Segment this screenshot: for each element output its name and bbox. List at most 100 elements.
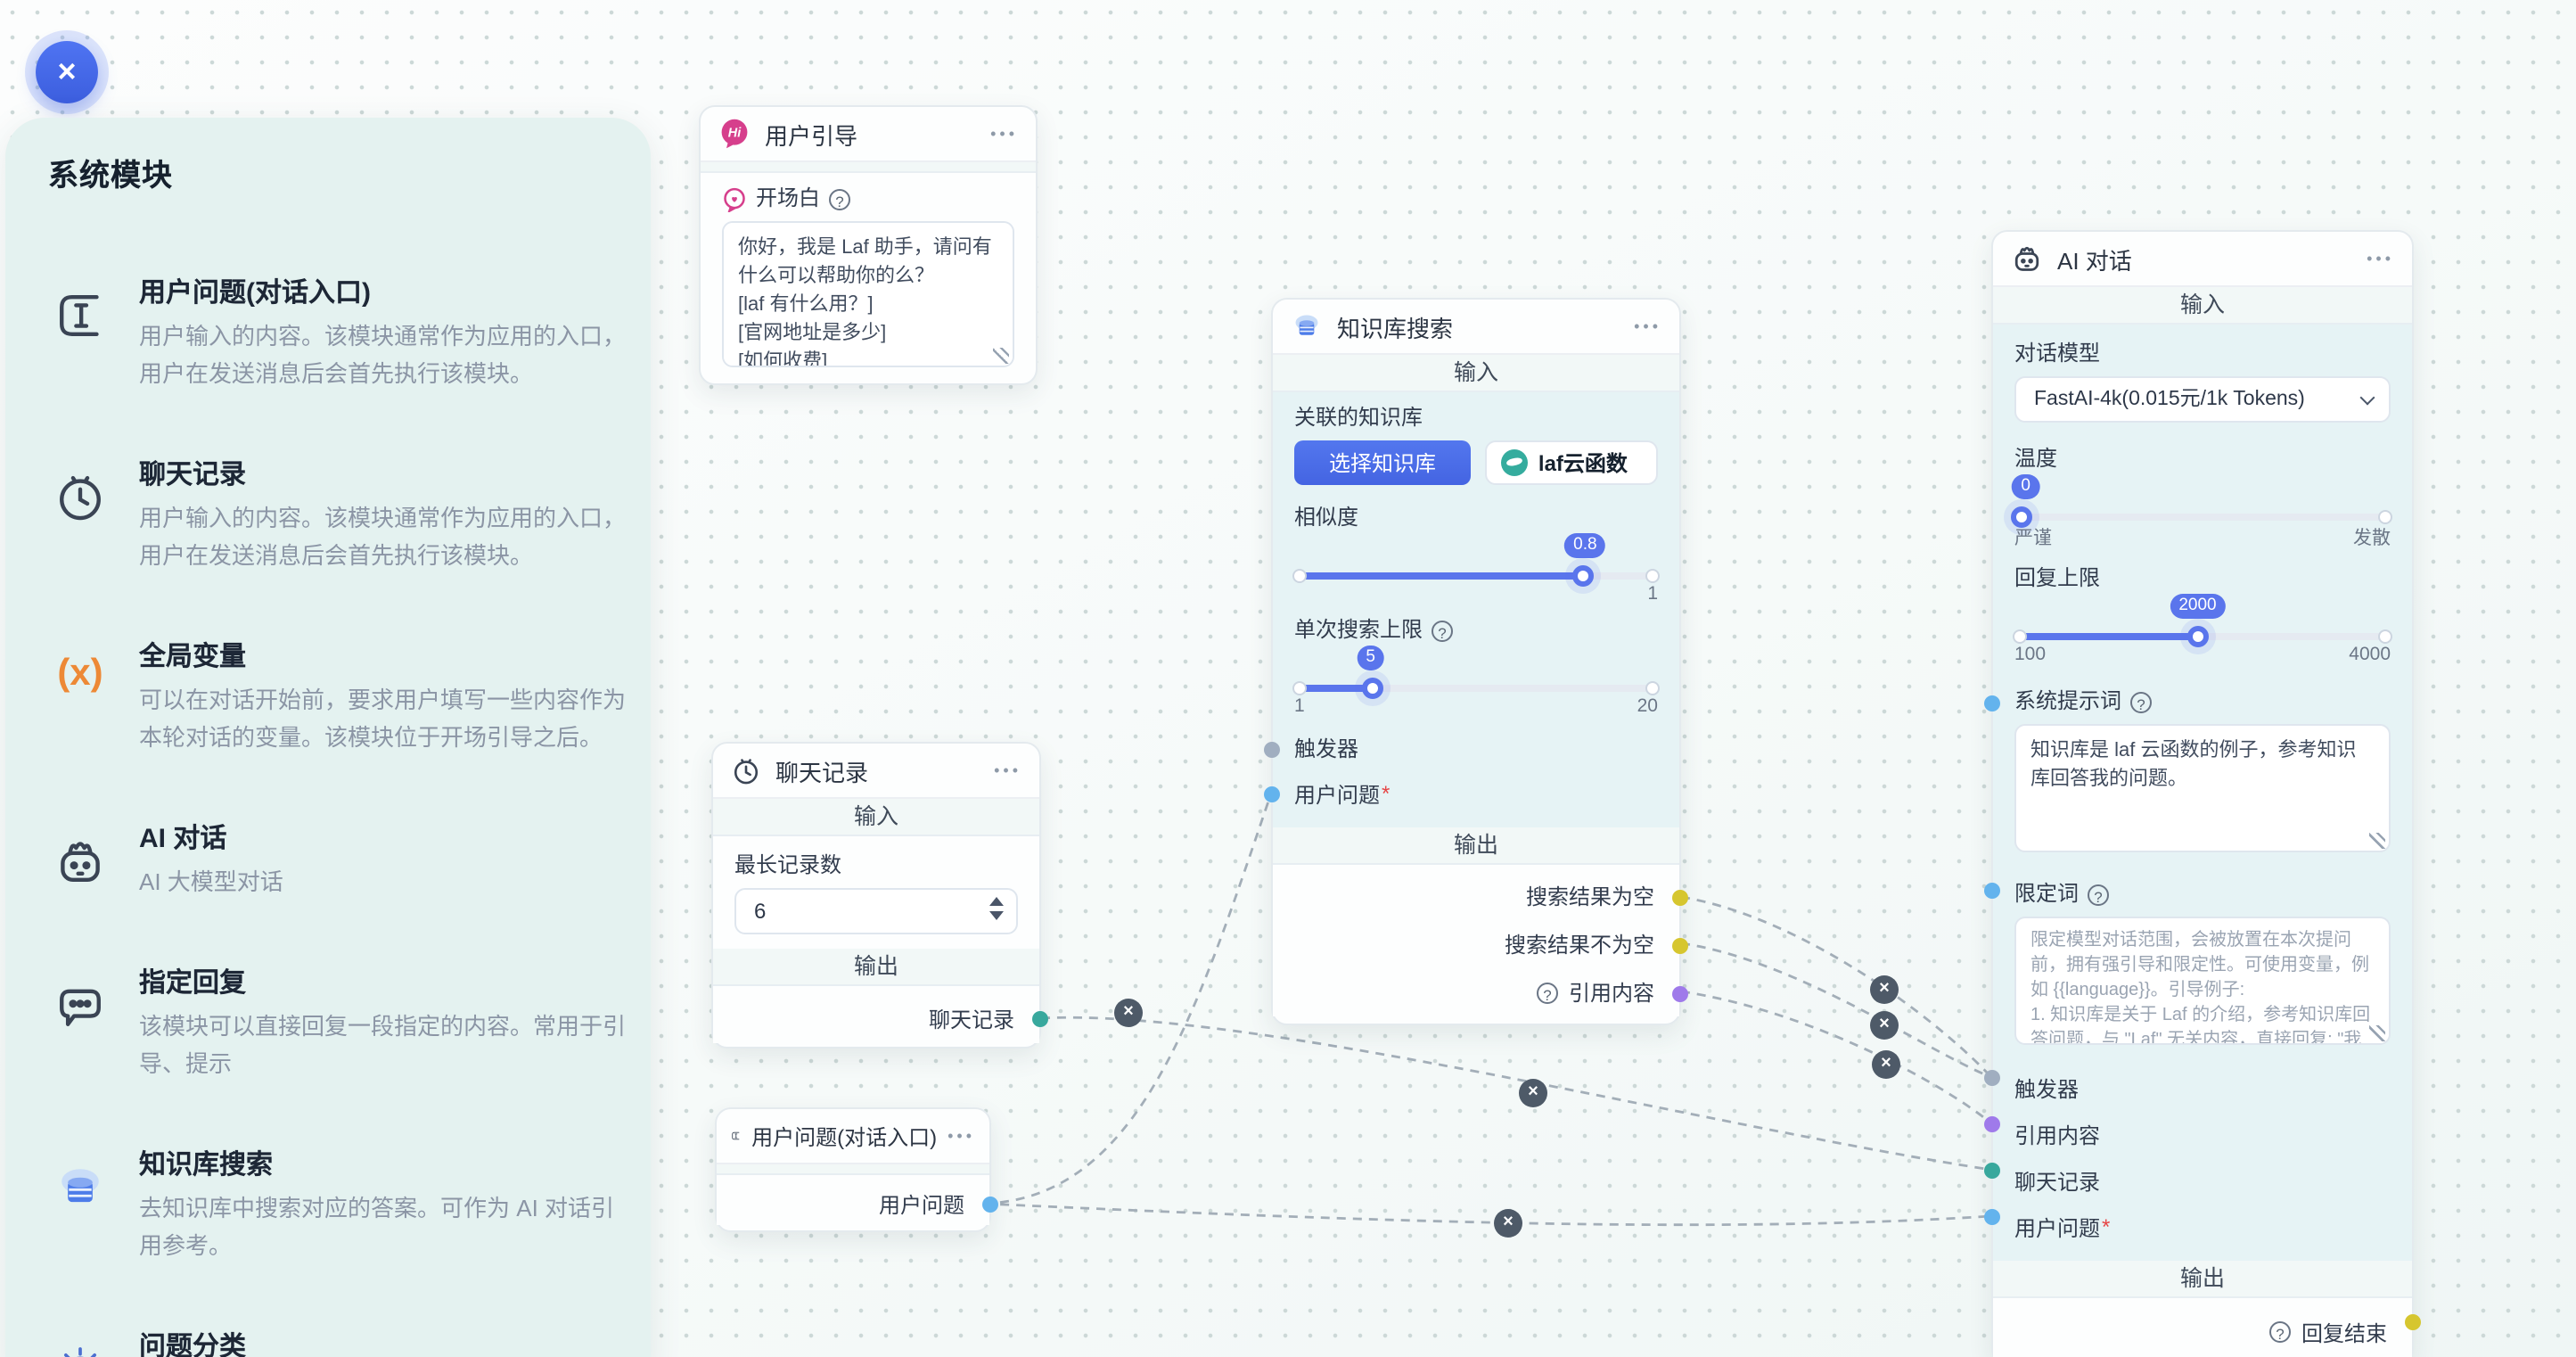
port-quote-in[interactable]: [1984, 1116, 2000, 1132]
port-user-question-out[interactable]: [982, 1197, 998, 1213]
close-button[interactable]: ×: [36, 41, 98, 103]
edge-kb-notempty-to-ai: [1680, 942, 1992, 1079]
disconnect-icon[interactable]: ×: [1870, 975, 1899, 1004]
module-title: 问题分类: [139, 1332, 247, 1357]
node-user-guide[interactable]: Hi 用户引导 ••• 开场白 ? 你好，我是 Laf 助手，请问有什么可以帮助…: [699, 105, 1038, 385]
disconnect-icon[interactable]: ×: [1519, 1079, 1547, 1107]
clock-icon: [48, 471, 112, 574]
port-user-question-in[interactable]: [1984, 1209, 2000, 1225]
slider-thumb[interactable]: [2186, 626, 2209, 647]
welcome-label-row: 开场白 ?: [722, 184, 1014, 214]
node-header[interactable]: 用户问题(对话入口) •••: [717, 1109, 989, 1164]
sidebar-item-chat-history[interactable]: 聊天记录 用户输入的内容。该模块通常作为应用的入口，用户在发送消息后会首先执行该…: [48, 460, 626, 574]
port-trigger-in[interactable]: [1264, 742, 1280, 758]
slider-thumb[interactable]: [2011, 506, 2033, 528]
input-row-trigger: 触发器: [1294, 736, 1359, 761]
number-stepper[interactable]: [989, 897, 1004, 920]
max-records-input[interactable]: 6: [734, 888, 1018, 934]
help-icon[interactable]: ?: [2268, 1321, 2291, 1343]
slider-value-badge: 0.8: [1564, 533, 1606, 558]
module-desc: 用户输入的内容。该模块通常作为应用的入口，用户在发送消息后会首先执行该模块。: [139, 505, 627, 569]
model-select[interactable]: FastAI-4k(0.015元/1k Tokens): [2014, 376, 2391, 423]
similarity-slider[interactable]: 0.8 1: [1292, 533, 1660, 604]
output-row-quote: ? 引用内容: [1273, 968, 1679, 1016]
slider-value-badge: 5: [1357, 646, 1384, 670]
node-ai-chat[interactable]: AI 对话 ••• 输入 对话模型 FastAI-4k(0.015元/1k To…: [1984, 230, 2421, 1357]
node-kb-search[interactable]: 知识库搜索 ••• 输入 关联的知识库 选择知识库 laf云函数 相似度 0.8: [1264, 298, 1688, 1025]
text-cursor-icon: [732, 1131, 740, 1140]
node-header[interactable]: Hi 用户引导 •••: [701, 107, 1036, 162]
help-icon[interactable]: ?: [1432, 620, 1454, 641]
stepper-up-icon[interactable]: [989, 897, 1004, 906]
node-title: AI 对话: [2057, 247, 2132, 274]
node-title: 知识库搜索: [1337, 315, 1454, 341]
module-desc: 该模块可以直接回复一段指定的内容。常用于引导、提示: [139, 1013, 627, 1077]
more-menu-icon[interactable]: •••: [994, 761, 1021, 779]
node-chat-history[interactable]: 聊天记录 ••• 输入 最长记录数 6 输出 聊天记录: [711, 742, 1048, 1049]
sidebar-item-fixed-reply[interactable]: 指定回复 该模块可以直接回复一段指定的内容。常用于引导、提示: [48, 968, 626, 1082]
qualifier-textarea[interactable]: [2014, 917, 2391, 1045]
module-desc: 去知识库中搜索对应的答案。可作为 AI 对话引用参考。: [139, 1195, 615, 1259]
port-system-prompt-in[interactable]: [1984, 695, 2000, 711]
sidebar-item-ai-chat[interactable]: AI 对话 AI 大模型对话: [48, 824, 608, 901]
port-qualifier-in[interactable]: [1984, 883, 2000, 899]
slider-thumb[interactable]: [1362, 678, 1383, 699]
sidebar-item-question-classify[interactable]: 问题分类 可以判断用户问题属于哪方面问题，从而执行不同的操作。: [48, 1332, 608, 1357]
module-sidebar: 系统模块 用户问题(对话入口) 用户输入的内容。该模块通常作为应用的入口，用户在…: [5, 118, 651, 1357]
output-row-user-question: 用户问题: [717, 1182, 989, 1225]
input-row-trigger: 触发器: [2014, 1076, 2080, 1101]
node-title: 用户引导: [765, 122, 858, 149]
output-row-reply-end: ? 回复结束: [1993, 1307, 2412, 1357]
port-quote-out[interactable]: [1672, 986, 1688, 1002]
node-title: 用户问题(对话入口): [751, 1124, 938, 1149]
input-row-chat-history: 聊天记录: [2014, 1169, 2101, 1194]
port-user-question-in[interactable]: [1264, 786, 1280, 802]
more-menu-icon[interactable]: •••: [990, 125, 1018, 143]
reply-bubble-icon: [48, 979, 112, 1082]
port-chat-history-in[interactable]: [1984, 1163, 2000, 1179]
temperature-label: 温度: [2014, 446, 2058, 471]
edge-kb-quote-to-ai: [1680, 990, 1992, 1125]
disconnect-icon[interactable]: ×: [1872, 1050, 1900, 1079]
disconnect-icon[interactable]: ×: [1494, 1209, 1522, 1238]
robot-icon: [2014, 246, 2039, 271]
input-row-user-question: 用户问题*: [2014, 1214, 2111, 1240]
port-trigger-in[interactable]: [1984, 1070, 2000, 1086]
hi-bubble-icon: Hi: [721, 119, 748, 149]
port-chat-history-out[interactable]: [1032, 1011, 1048, 1027]
help-icon[interactable]: ?: [829, 188, 851, 210]
help-icon[interactable]: ?: [2130, 691, 2153, 712]
more-menu-icon[interactable]: •••: [2367, 250, 2394, 267]
help-icon[interactable]: ?: [2088, 884, 2110, 905]
node-header[interactable]: 聊天记录 •••: [713, 744, 1039, 799]
node-user-question[interactable]: 用户问题(对话入口) ••• 用户问题: [715, 1107, 998, 1232]
disconnect-icon[interactable]: ×: [1870, 1011, 1899, 1040]
slider-value-badge: 2000: [2170, 594, 2226, 619]
sidebar-item-user-question[interactable]: 用户问题(对话入口) 用户输入的内容。该模块通常作为应用的入口，用户在发送消息后…: [48, 278, 626, 392]
more-menu-icon[interactable]: •••: [948, 1127, 975, 1145]
temperature-slider[interactable]: 0 严谨发散: [2011, 474, 2392, 549]
node-header[interactable]: AI 对话 •••: [1993, 232, 2412, 287]
select-kb-button[interactable]: 选择知识库: [1294, 440, 1471, 485]
node-header[interactable]: 知识库搜索 •••: [1273, 300, 1679, 355]
kb-tag-laf[interactable]: laf云函数: [1484, 440, 1658, 485]
sidebar-item-kb-search[interactable]: 知识库搜索 去知识库中搜索对应的答案。可作为 AI 对话引用参考。: [48, 1150, 614, 1264]
more-menu-icon[interactable]: •••: [1634, 317, 1661, 335]
slider-max-label: 1: [1647, 583, 1658, 604]
slider-thumb[interactable]: [1572, 565, 1594, 587]
stepper-down-icon[interactable]: [989, 911, 1004, 920]
disconnect-icon[interactable]: ×: [1114, 999, 1143, 1027]
port-search-empty-out[interactable]: [1672, 890, 1688, 906]
help-icon[interactable]: ?: [1536, 982, 1558, 1003]
port-search-not-empty-out[interactable]: [1672, 938, 1688, 954]
node-title: 聊天记录: [775, 759, 869, 785]
welcome-textarea[interactable]: 你好，我是 Laf 助手，请问有什么可以帮助你的么？ [laf 有什么用？] […: [722, 221, 1014, 367]
port-reply-end-out[interactable]: [2405, 1314, 2421, 1330]
module-title: 全局变量: [139, 642, 247, 672]
system-prompt-textarea[interactable]: 知识库是 laf 云函数的例子，参考知识库回答我的问题。: [2014, 724, 2391, 852]
sidebar-item-global-variable[interactable]: (x) 全局变量 可以在对话开始前，要求用户填写一些内容作为本轮对话的变量。该模…: [48, 642, 626, 756]
module-title: 指定回复: [139, 968, 247, 999]
